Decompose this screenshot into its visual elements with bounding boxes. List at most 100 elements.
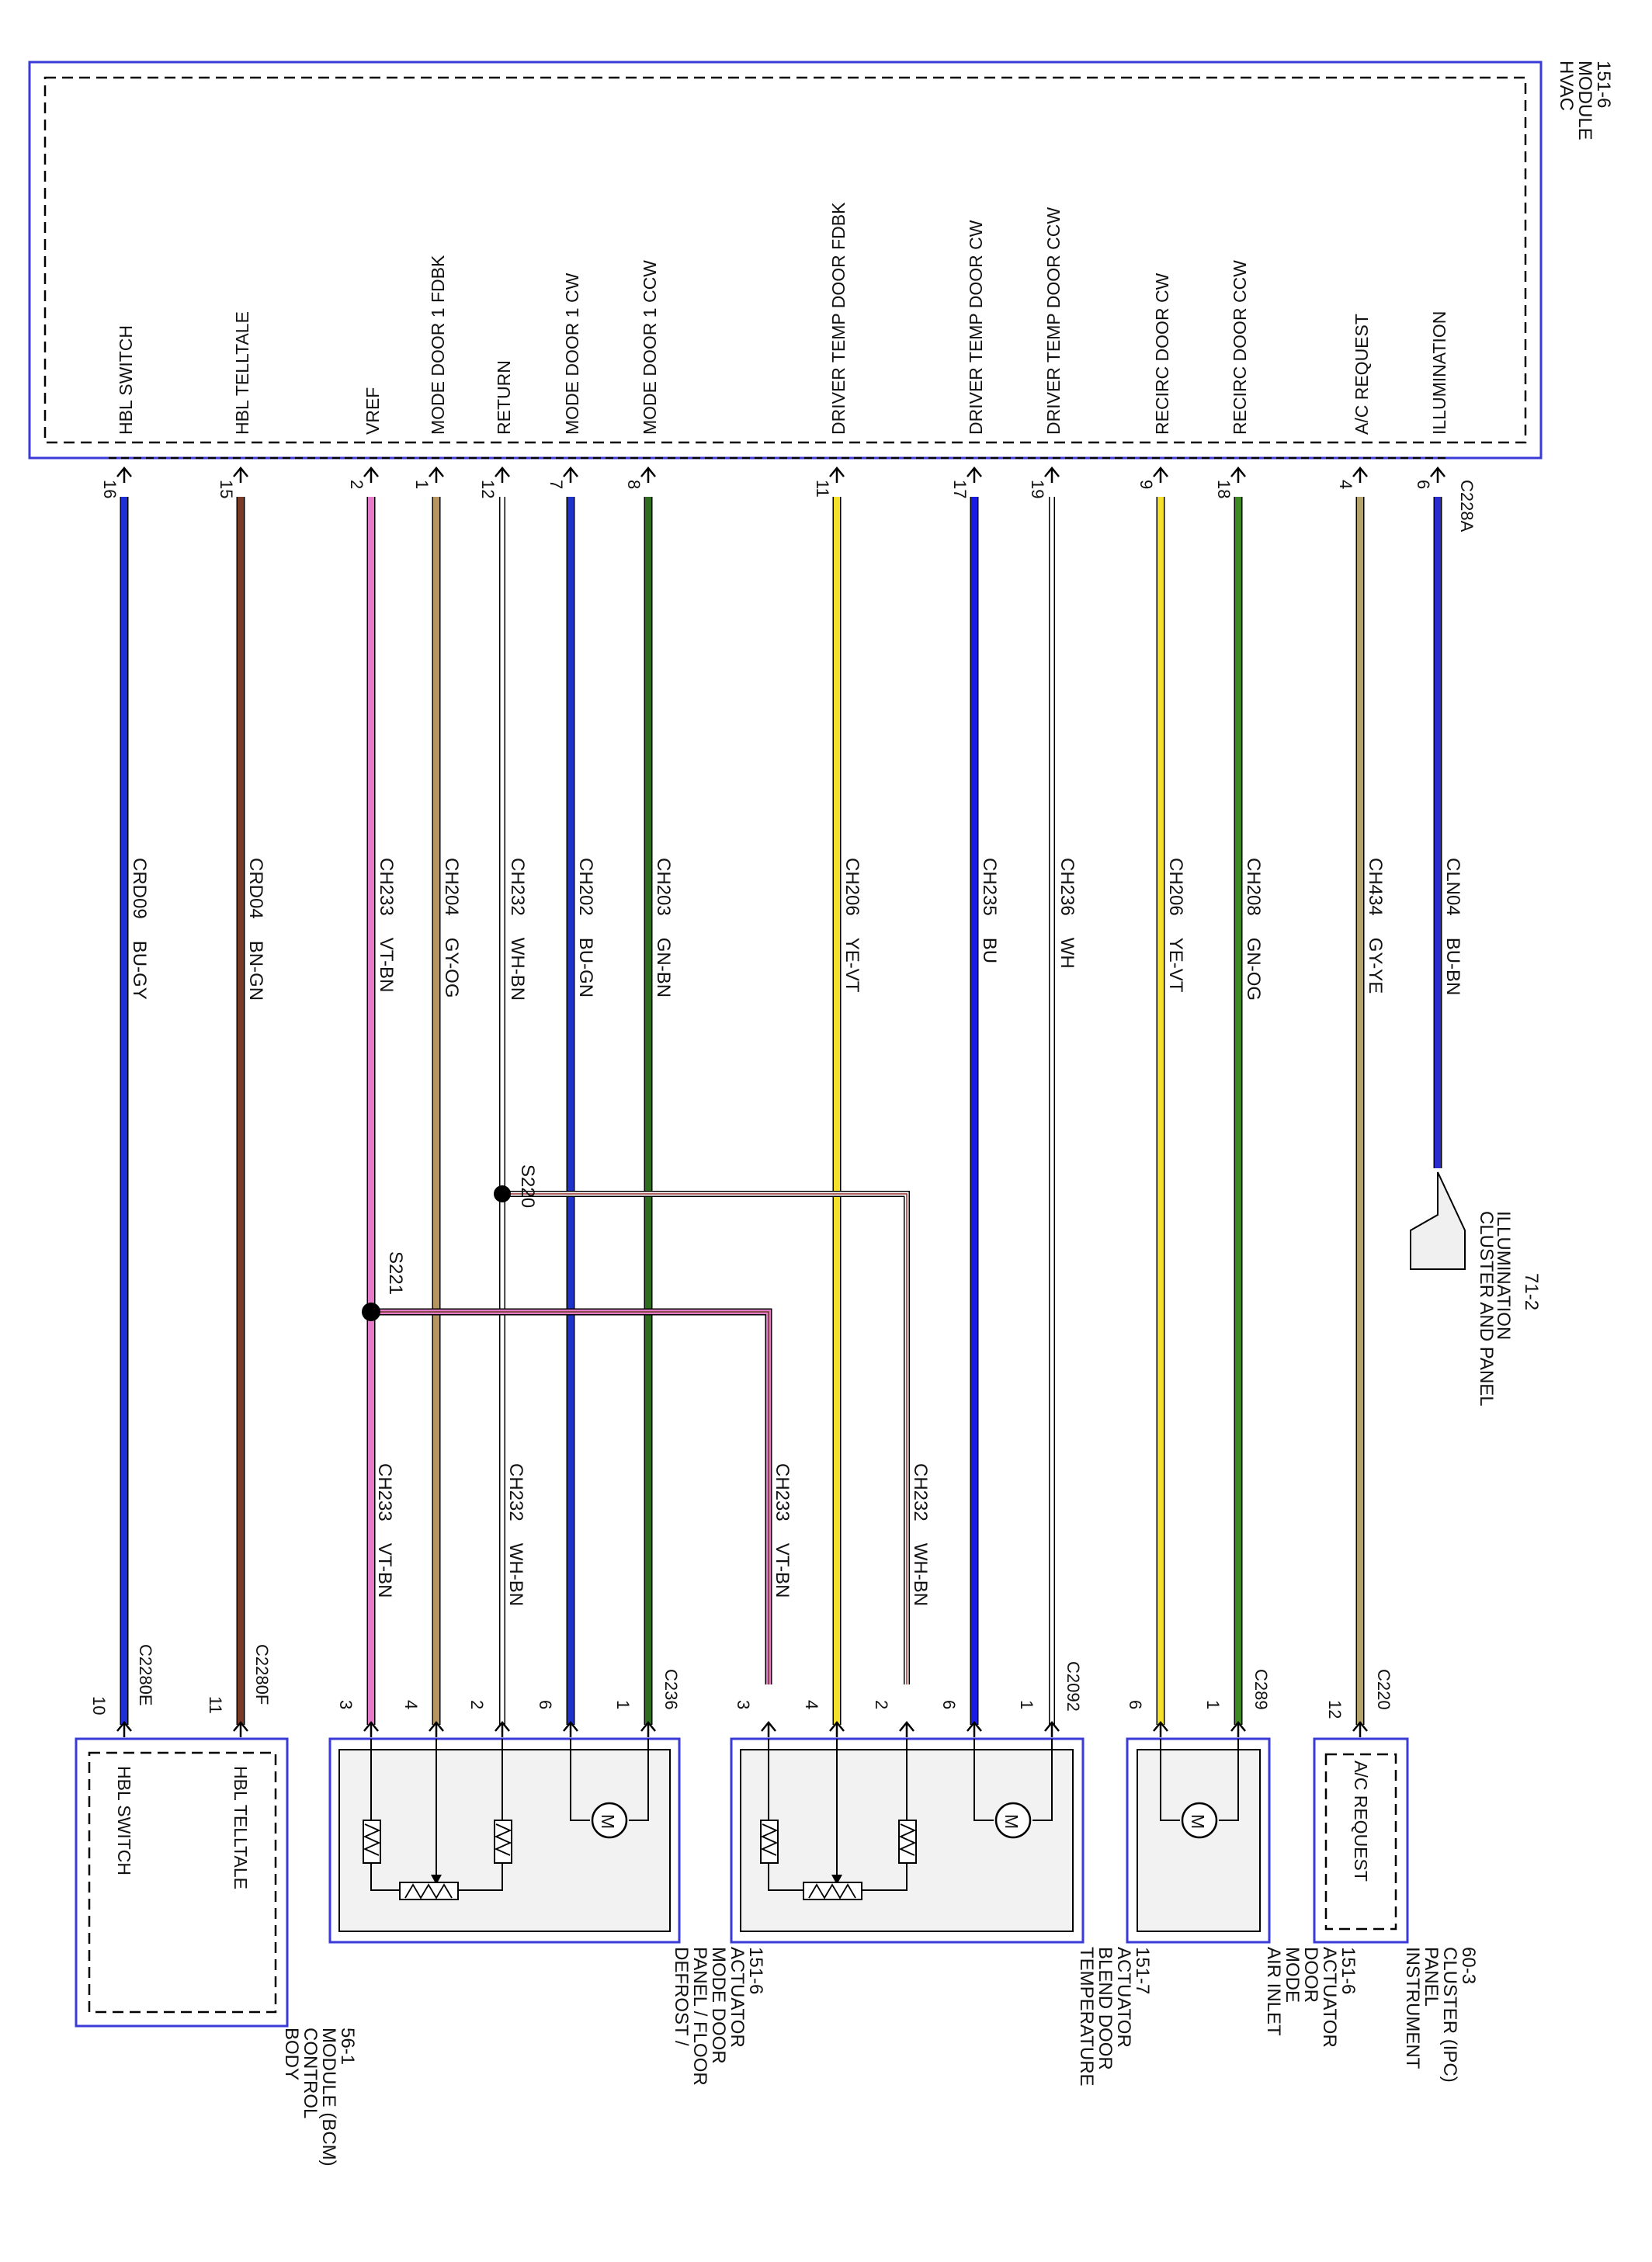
wire-label-acreq: CH434GY-YE [1365, 858, 1386, 994]
signal-label-illum: ILLUMINATION [1429, 311, 1449, 435]
cluster-illum-label: CLUSTER AND PANEL ILLUMINATION 71-2 [1476, 1211, 1542, 1407]
wire-label-recircccw: CH208GN-OG [1243, 858, 1264, 1001]
connector-c2280e: C2280E [136, 1644, 155, 1706]
svg-text:PANEL: PANEL [1421, 1947, 1442, 2007]
svg-text:CLUSTER (IPC): CLUSTER (IPC) [1439, 1947, 1460, 2083]
hvac-module-box [28, 61, 1543, 460]
svg-text:INSTRUMENT: INSTRUMENT [1402, 1947, 1423, 2069]
hvac-title-line1: HVAC [1556, 61, 1577, 111]
cluster-illum-line1: CLUSTER AND PANEL [1476, 1211, 1497, 1407]
pin-number-vref: 2 [347, 480, 366, 489]
pin-number-dtccw: 19 [1028, 480, 1047, 498]
svg-text:1: 1 [1203, 1700, 1223, 1709]
svg-text:CONTROL: CONTROL [300, 2028, 321, 2118]
svg-text:1: 1 [613, 1700, 633, 1709]
svg-text:12: 12 [1325, 1700, 1345, 1719]
signal-label-dtccw: DRIVER TEMP DOOR CCW [1043, 207, 1064, 435]
splice-s220-label: S220 [517, 1164, 538, 1208]
svg-text:AIR INLET: AIR INLET [1263, 1947, 1284, 2036]
wire-label-return: CH232WH-BN [507, 858, 528, 1001]
wire-label-md1fdbk: CH204GY-OG [441, 858, 462, 998]
wire-label-hblsw: CRD09BU-GY [129, 858, 150, 1000]
hvac-title-line3: 151-6 [1593, 61, 1614, 108]
pin-number-recircccw: 18 [1214, 480, 1234, 498]
connector-c2280f: C2280F [252, 1644, 272, 1705]
cluster-illum-arrow [1410, 1171, 1466, 1270]
pin-number-md1cw: 7 [547, 480, 566, 489]
wire-label-md1cw: CH202BU-GN [575, 858, 596, 997]
svg-text:DOOR: DOOR [1300, 1947, 1321, 2003]
temp-motor-symbol: M [1001, 1814, 1022, 1829]
signal-label-md1fdbk: MODE DOOR 1 FDBK [428, 255, 448, 435]
svg-text:6: 6 [1126, 1700, 1145, 1709]
signal-label-dtcw: DRIVER TEMP DOOR CW [966, 220, 986, 435]
hvac-module-title: HVAC MODULE 151-6 [1556, 61, 1614, 141]
svg-text:60-3: 60-3 [1458, 1947, 1479, 1984]
svg-text:BODY: BODY [281, 2028, 302, 2080]
connector-c236: C236 [661, 1669, 681, 1710]
signal-label-hblsw: HBL SWITCH [116, 325, 136, 435]
svg-text:BLEND DOOR: BLEND DOOR [1095, 1947, 1116, 2070]
pin-number-hbltell: 15 [217, 480, 236, 498]
wire-label-dtcw: CH235BU [979, 858, 1000, 963]
splice-s221-branch [362, 1303, 772, 1684]
svg-text:MODE DOOR: MODE DOOR [708, 1947, 729, 2064]
pin-number-md1ccw: 8 [624, 480, 644, 489]
wire-label-ch232-temp: CH232WH-BN [910, 1463, 931, 1606]
svg-text:MODE: MODE [1282, 1947, 1303, 2003]
connector-c220: C220 [1374, 1669, 1393, 1710]
pin-number-return: 12 [478, 480, 498, 498]
wire-label-md1ccw: CH203GN-BN [653, 858, 674, 997]
wire-label-ch233-temp: CH233VT-BN [772, 1463, 793, 1598]
svg-text:3: 3 [734, 1700, 753, 1709]
air-inlet-actuator: M 6 1 C289 AIR INLET MODE DOOR ACTUATOR … [1126, 1669, 1359, 2048]
wire-label-illum: CLN04BU-BN [1442, 858, 1463, 995]
wire-label-dtccw: CH236WH [1057, 858, 1078, 969]
connector-c228a-label: C228A [1457, 480, 1477, 533]
wire-label-vref: CH233VT-BN [376, 858, 397, 992]
svg-text:2: 2 [467, 1700, 487, 1709]
pin-number-acreq: 4 [1336, 480, 1355, 489]
splice-s221-label: S221 [385, 1251, 406, 1295]
cluster-illum-ref: 71-2 [1521, 1273, 1542, 1310]
pin-number-recirccw: 9 [1137, 480, 1156, 489]
svg-text:ACTUATOR: ACTUATOR [1113, 1947, 1134, 2048]
signal-label-recirccw: RECIRC DOOR CW [1152, 272, 1172, 435]
pin-number-dtcw: 17 [950, 480, 970, 498]
defrost-actuator: M 3 4 2 6 1 C236 DEFROST / PANEL / FLOOR… [328, 1669, 766, 2086]
wire-label-ch232-defrost: CH232WH-BN [505, 1463, 526, 1606]
cluster-illum-line2: ILLUMINATION [1493, 1211, 1514, 1340]
signal-label-hbltell: HBL TELLTALE [232, 311, 252, 435]
signal-label-dtfdbk: DRIVER TEMP DOOR FDBK [828, 202, 849, 435]
wire-label-hbltell: CRD04BN-GN [245, 858, 266, 1001]
ipc-ac-request-label: A/C REQUEST [1351, 1761, 1371, 1882]
svg-text:151-6: 151-6 [1338, 1947, 1359, 1994]
ipc-component: A/C REQUEST 12 C220 INSTRUMENT PANEL CLU… [1313, 1669, 1479, 2083]
svg-text:6: 6 [939, 1700, 959, 1709]
signal-label-vref: VREF [363, 387, 383, 435]
signal-label-return: RETURN [494, 360, 514, 435]
svg-text:ACTUATOR: ACTUATOR [1319, 1947, 1340, 2048]
svg-text:ACTUATOR: ACTUATOR [727, 1947, 748, 2048]
svg-text:151-7: 151-7 [1132, 1947, 1153, 1994]
wire-label-dtfdbk: CH206YE-VT [842, 858, 862, 993]
wire-label-ch233-defrost: CH233VT-BN [374, 1463, 395, 1598]
svg-text:PANEL / FLOOR: PANEL / FLOOR [689, 1947, 710, 2086]
defrost-motor-symbol: M [598, 1814, 618, 1829]
svg-text:2: 2 [872, 1700, 891, 1709]
connector-c2092: C2092 [1064, 1661, 1083, 1712]
connector-c289: C289 [1251, 1669, 1271, 1710]
temp-blend-actuator: M 3 4 2 6 1 C2092 TEMPERATURE BLEND DOOR… [730, 1661, 1153, 2087]
signal-label-md1cw: MODE DOOR 1 CW [562, 272, 582, 435]
svg-text:TEMPERATURE: TEMPERATURE [1076, 1947, 1097, 2087]
